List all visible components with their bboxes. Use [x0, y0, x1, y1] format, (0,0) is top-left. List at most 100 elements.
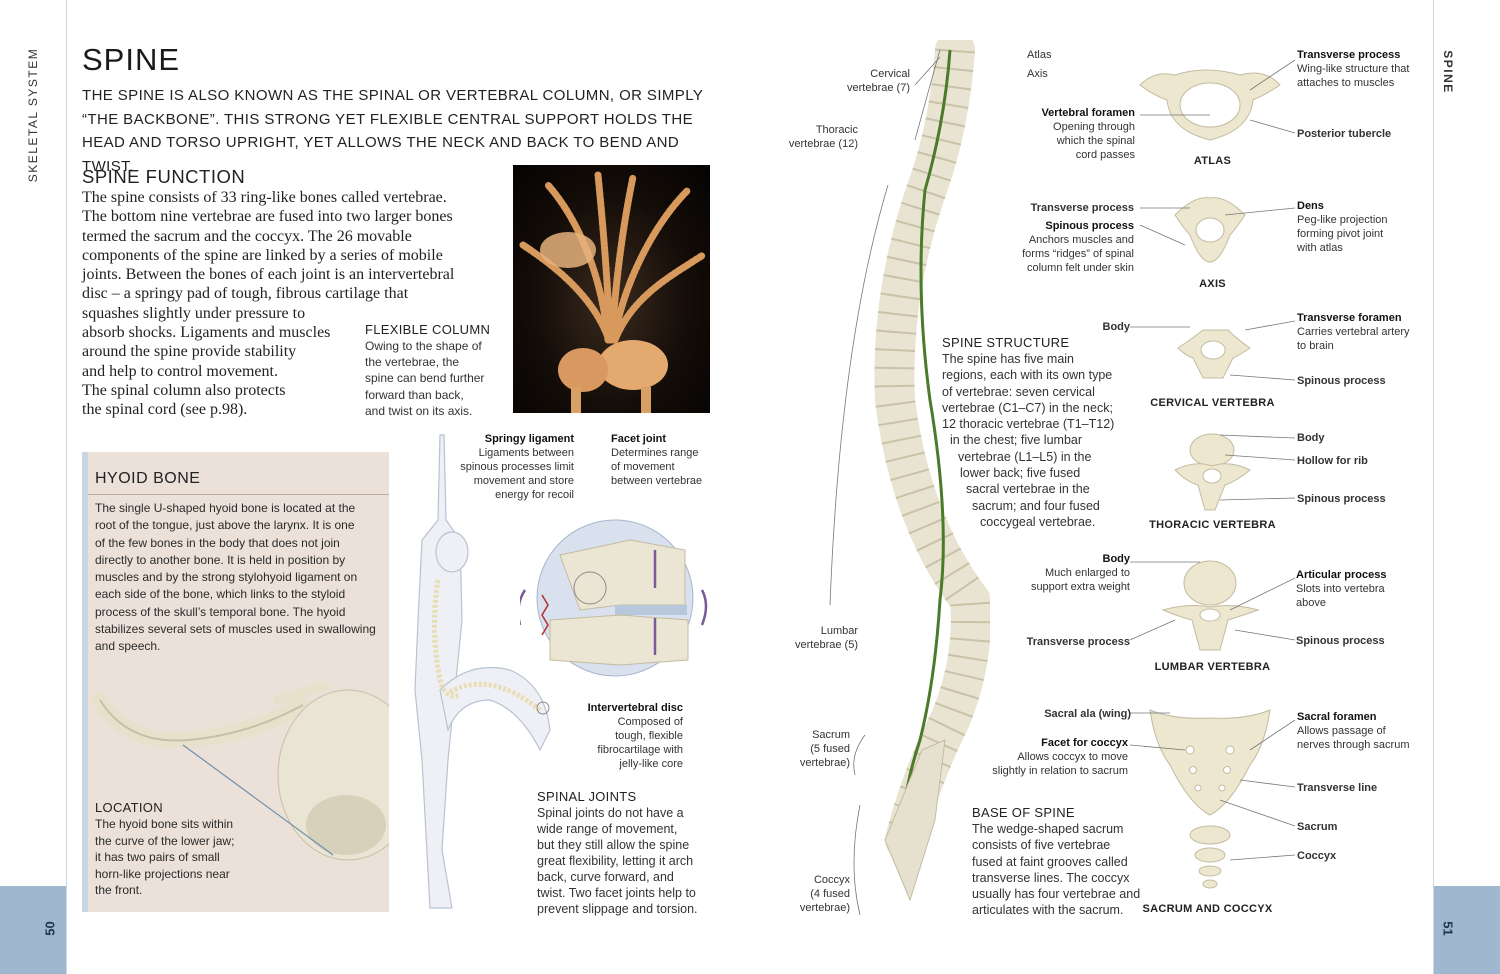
coccyx-label: Coccyx: [1297, 850, 1337, 862]
label-title: Transverse process: [1297, 49, 1401, 61]
flexible-column-caption: Owing to the shape of the vertebrae, the…: [365, 338, 484, 419]
text-line: directly to another bone. It is held in …: [95, 552, 346, 567]
text-line: around the spine provide stability: [82, 343, 297, 361]
text-line: spine can bend further: [365, 371, 485, 386]
label-title: Facet for coccyx: [1041, 737, 1128, 749]
text-line: fused at faint grooves called: [972, 854, 1128, 869]
atlas-transverse-process-label: Transverse process Wing-like structure t…: [1297, 48, 1432, 90]
text-line: consists of five vertebrae: [972, 838, 1111, 853]
springy-ligament-label: Springy ligament Ligaments between spino…: [440, 432, 574, 502]
atlas-illustration: [1139, 69, 1281, 141]
dens-label: Dens Peg-like projection forming pivot j…: [1297, 199, 1427, 255]
text-line: forming pivot joint: [1297, 228, 1384, 240]
label-title: Springy ligament: [484, 433, 574, 445]
axis-spinous-process-label: Spinous process Anchors muscles and form…: [1000, 219, 1134, 275]
text-line: it has two pairs of small: [95, 850, 220, 864]
hollow-for-rib-label: Hollow for rib: [1297, 455, 1368, 467]
thoracic-spinous-process-label: Spinous process: [1297, 493, 1386, 505]
articular-process-label: Articular process Slots into vertebra ab…: [1296, 568, 1426, 610]
text-line: sacrum; and four fused: [972, 498, 1100, 513]
vertebra-leader-lines: [1130, 59, 1296, 861]
hyoid-heading: HYOID BONE: [95, 470, 201, 487]
flexible-spines-illustration: [519, 171, 707, 413]
text-line: Composed of: [617, 716, 683, 728]
text-line: cord passes: [1075, 149, 1135, 161]
text-line: horn-like projections near: [95, 866, 230, 881]
text-line: nerves through sacrum: [1297, 739, 1410, 751]
axis-column-label: Axis: [1027, 68, 1048, 80]
text-line: Thoracic: [815, 124, 858, 136]
text-line: and help to control movement.: [82, 362, 278, 380]
text-line: squashes slightly under pressure to: [82, 304, 306, 322]
lumbar-spinous-process-label: Spinous process: [1296, 635, 1385, 647]
spine-structure-heading: SPINE STRUCTURE: [942, 335, 1070, 350]
base-of-spine-text: The wedge-shaped sacrum consists of five…: [972, 821, 1140, 919]
facet-joint-label: Facet joint Determines range of movement…: [611, 432, 711, 488]
text-line: the spinal cord (see p.98).: [82, 401, 248, 419]
spinal-joints-text: Spinal joints do not have a wide range o…: [537, 805, 698, 917]
text-line: vertebrae): [799, 902, 850, 914]
text-line: termed the sacrum and the coccyx. The 26…: [82, 227, 412, 245]
spine-function-heading: SPINE FUNCTION: [82, 166, 246, 187]
text-line: prevent slippage and torsion.: [537, 902, 698, 916]
left-strip-footer: [0, 886, 66, 974]
text-line: forward than back,: [365, 387, 464, 402]
lumbar-region-label: Lumbar vertebrae (5): [768, 624, 858, 652]
text-line: coccygeal vertebrae.: [980, 514, 1096, 529]
text-line: between vertebrae: [611, 475, 703, 487]
text-line: components of the spine are linked by a …: [82, 246, 443, 264]
text-line: 12 thoracic vertebrae (T1–T12): [942, 417, 1115, 432]
text-line: stabilizes several sets of muscles used …: [95, 622, 376, 637]
text-line: to brain: [1297, 340, 1334, 352]
text-line: Owing to the shape of: [365, 339, 482, 353]
text-line: and twist on its axis.: [365, 403, 473, 418]
sacrum-coccyx-caption: SACRUM AND COCCYX: [1142, 903, 1273, 915]
cervical-body-label: Body: [1102, 321, 1131, 333]
facet-for-coccyx-label: Facet for coccyx Allows coccyx to move s…: [975, 736, 1128, 778]
page-title: SPINE: [82, 42, 181, 77]
page-number-right: 51: [1440, 921, 1456, 936]
text-line: of vertebrae: seven cervical: [942, 384, 1095, 399]
lumbar-body-label: Body Much enlarged to support extra weig…: [1000, 552, 1130, 594]
text-line: absorb shocks. Ligaments and muscles: [82, 324, 331, 342]
text-line: The bottom nine vertebrae are fused into…: [82, 208, 453, 226]
text-line: The spine has five main: [942, 352, 1075, 366]
text-line: forms “ridges” of spinal: [1022, 248, 1134, 260]
sacral-ala-label: Sacral ala (wing): [1044, 708, 1131, 720]
label-title: Sacral foramen: [1297, 711, 1377, 723]
cervical-region-label: Cervical vertebrae (7): [820, 67, 910, 95]
text-line: vertebrae (12): [788, 138, 858, 150]
thoracic-region-label: Thoracic vertebrae (12): [768, 123, 858, 151]
intervertebral-disc-label: Intervertebral disc Composed of tough, f…: [570, 701, 683, 771]
text-line: spinous processes limit: [460, 461, 574, 473]
hyoid-divider: [88, 494, 389, 495]
transverse-foramen-label: Transverse foramen Carries vertebral art…: [1297, 311, 1432, 353]
vertebral-foramen-label: Vertebral foramen Opening through which …: [1005, 106, 1135, 162]
text-line: vertebrae (7): [847, 82, 910, 94]
left-margin-strip: [0, 0, 67, 974]
text-line: which the spinal: [1056, 135, 1135, 147]
axis-caption: AXIS: [1199, 278, 1226, 290]
text-line: each side of the bone, which links to th…: [95, 587, 346, 602]
text-line: articulates with the sacrum.: [972, 903, 1124, 918]
right-margin-strip: [1433, 0, 1500, 974]
sacrum-region-label: Sacrum (5 fused vertebrae): [760, 728, 850, 770]
base-of-spine-heading: BASE OF SPINE: [972, 805, 1075, 820]
text-line: The spine consists of 33 ring-like bones…: [82, 189, 447, 206]
text-line: sacral vertebrae in the: [966, 482, 1090, 497]
coccyx-region-label: Coccyx (4 fused vertebrae): [760, 873, 850, 915]
text-line: Coccyx: [813, 874, 850, 886]
text-line: transverse lines. The coccyx: [972, 870, 1130, 885]
text-line: in the chest; five lumbar: [950, 433, 1083, 448]
section-label-left: SKELETAL SYSTEM: [26, 47, 40, 183]
bending-figures-illustration: [414, 434, 551, 909]
page-number-left: 50: [42, 921, 58, 936]
flexible-column-heading: FLEXIBLE COLUMN: [365, 322, 491, 337]
label-title: Vertebral foramen: [1041, 107, 1135, 119]
text-line: Lumbar: [820, 625, 858, 637]
hyoid-panel-accent: [82, 452, 88, 912]
text-line: usually has four vertebrae and: [972, 887, 1141, 902]
hyoid-skull-illustration: [92, 682, 389, 861]
text-line: The hyoid bone sits within: [95, 817, 234, 831]
text-line: The single U-shaped hyoid bone is locate…: [95, 501, 356, 515]
